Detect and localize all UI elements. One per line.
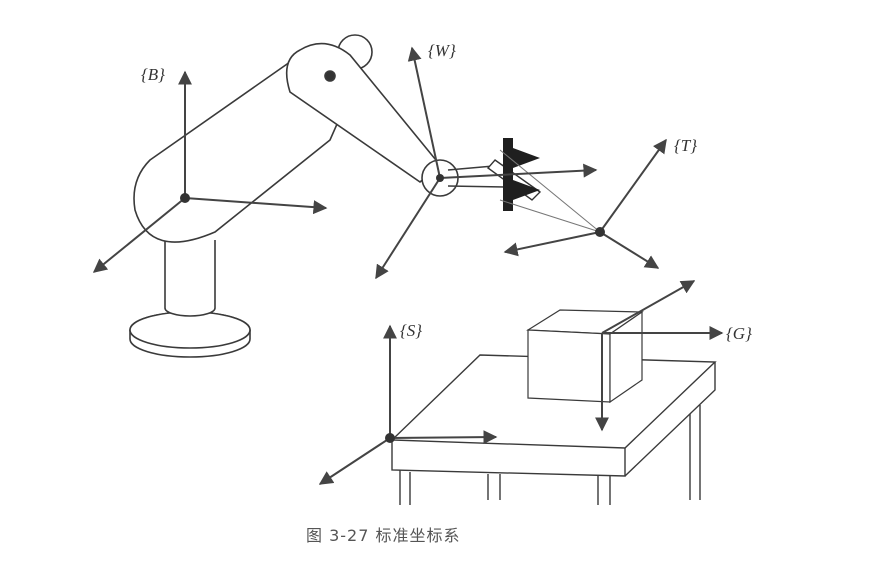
label-frame-t: {T} (674, 136, 697, 155)
label-frame-g: {G} (726, 324, 752, 343)
frame-w (375, 46, 598, 280)
frame-b (92, 70, 328, 273)
robot-base (129, 240, 251, 358)
frame-s (318, 324, 498, 485)
label-frame-b: {B} (141, 65, 165, 84)
robot-forearm (285, 34, 442, 184)
label-frame-s: {S} (400, 321, 422, 340)
frame-g (595, 280, 724, 432)
label-frame-w: {W} (428, 41, 456, 60)
gripper (486, 138, 601, 233)
goal-block (526, 309, 644, 404)
figure-caption: 图 3-27 标准坐标系 (306, 526, 461, 545)
frame-t (503, 138, 667, 269)
